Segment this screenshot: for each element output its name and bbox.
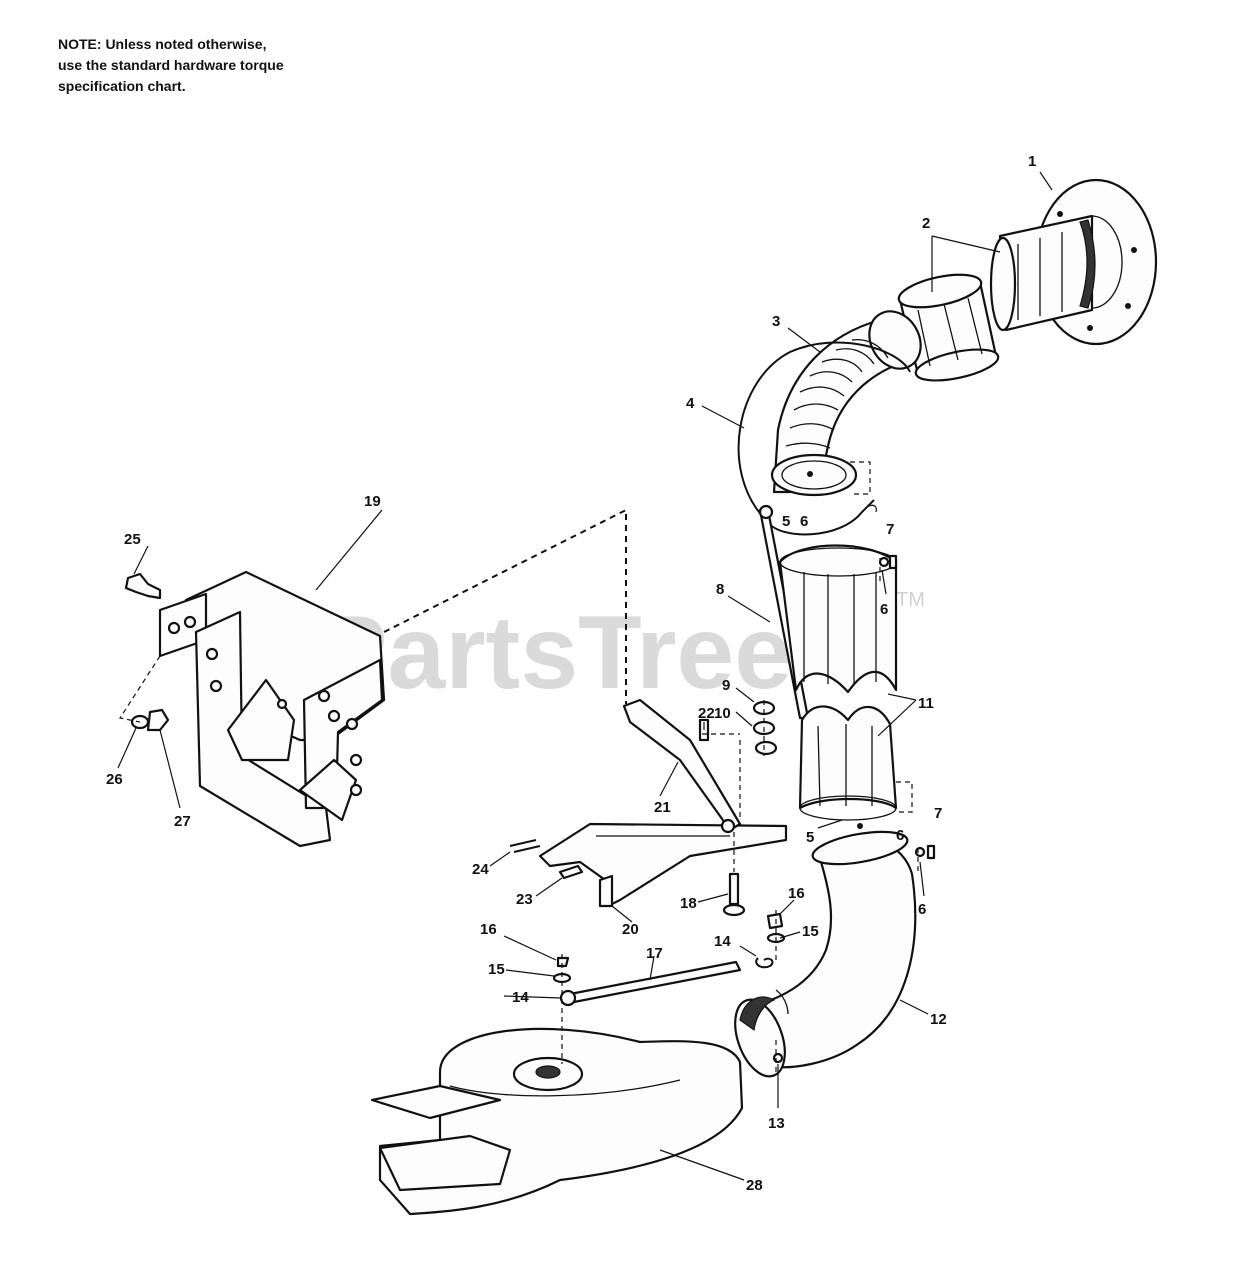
callouts: 1 2 3 4 5 6 7 6 8 9 10 11 5 6 7 6 12 13 … — [106, 153, 1036, 1194]
part-19-hitch-bracket — [158, 570, 386, 848]
callout-23: 23 — [516, 891, 533, 908]
callout-27: 27 — [174, 813, 191, 830]
callout-25: 25 — [124, 531, 141, 548]
callout-13: 13 — [768, 1115, 785, 1132]
callout-14-left: 14 — [512, 989, 529, 1006]
callout-26: 26 — [106, 771, 123, 788]
part-21-link-arm — [622, 698, 742, 834]
callout-9: 9 — [722, 677, 730, 694]
callout-7-upper: 7 — [886, 521, 894, 538]
callout-3: 3 — [772, 313, 780, 330]
torque-note: NOTE: Unless noted otherwise, use the st… — [58, 34, 388, 97]
callout-6-upper-screw: 6 — [880, 601, 888, 618]
part-3-flexible-hose — [770, 310, 922, 497]
callout-7-lower: 7 — [934, 805, 942, 822]
callout-1: 1 — [1028, 153, 1036, 170]
part-1-flange-adapter — [989, 178, 1158, 346]
note-line-1: NOTE: Unless noted otherwise, — [58, 36, 267, 52]
callout-16-left: 16 — [480, 921, 497, 938]
part-17-control-rod — [559, 960, 742, 1007]
part-11-upper-tube — [778, 544, 898, 694]
callout-20: 20 — [622, 921, 639, 938]
watermark-text: PartsTree — [318, 595, 792, 711]
part-11-lower-tube — [798, 705, 898, 821]
note-line-2: use the standard hardware torque — [58, 57, 284, 73]
callout-11: 11 — [918, 695, 934, 712]
callout-15-left: 15 — [488, 961, 505, 978]
part-20-mounting-bracket — [538, 822, 788, 908]
assembly-lines — [119, 461, 919, 1074]
callout-10: 10 — [714, 705, 731, 722]
callout-24: 24 — [472, 861, 489, 878]
callout-16-right: 16 — [788, 885, 805, 902]
callout-17: 17 — [646, 945, 663, 962]
callout-21: 21 — [654, 799, 671, 816]
callout-19: 19 — [364, 493, 381, 510]
callout-6-lower-tube: 6 — [896, 827, 904, 844]
callout-28: 28 — [746, 1177, 763, 1194]
callout-5-upper: 5 — [782, 513, 790, 530]
callout-18: 18 — [680, 895, 697, 912]
part-12-elbow-tube — [734, 830, 917, 1078]
callout-6-upper-hose: 6 — [800, 513, 808, 530]
callout-8: 8 — [716, 581, 724, 598]
callout-22: 22 — [698, 705, 715, 722]
callout-2: 2 — [922, 215, 930, 232]
callout-12: 12 — [930, 1011, 947, 1028]
callout-4: 4 — [686, 395, 695, 412]
note-line-3: specification chart. — [58, 78, 186, 94]
part-28-blower-housing — [370, 1027, 744, 1216]
callout-14-right: 14 — [714, 933, 731, 950]
callout-6-lower-screw: 6 — [918, 901, 926, 918]
part-2-tube-connector — [897, 273, 1000, 382]
watermark-tm: TM — [896, 589, 925, 611]
part-4-wire-bracket — [737, 341, 911, 536]
callout-15-right: 15 — [802, 923, 819, 940]
callout-5-lower: 5 — [806, 829, 814, 846]
leader-lines — [117, 171, 1053, 1181]
